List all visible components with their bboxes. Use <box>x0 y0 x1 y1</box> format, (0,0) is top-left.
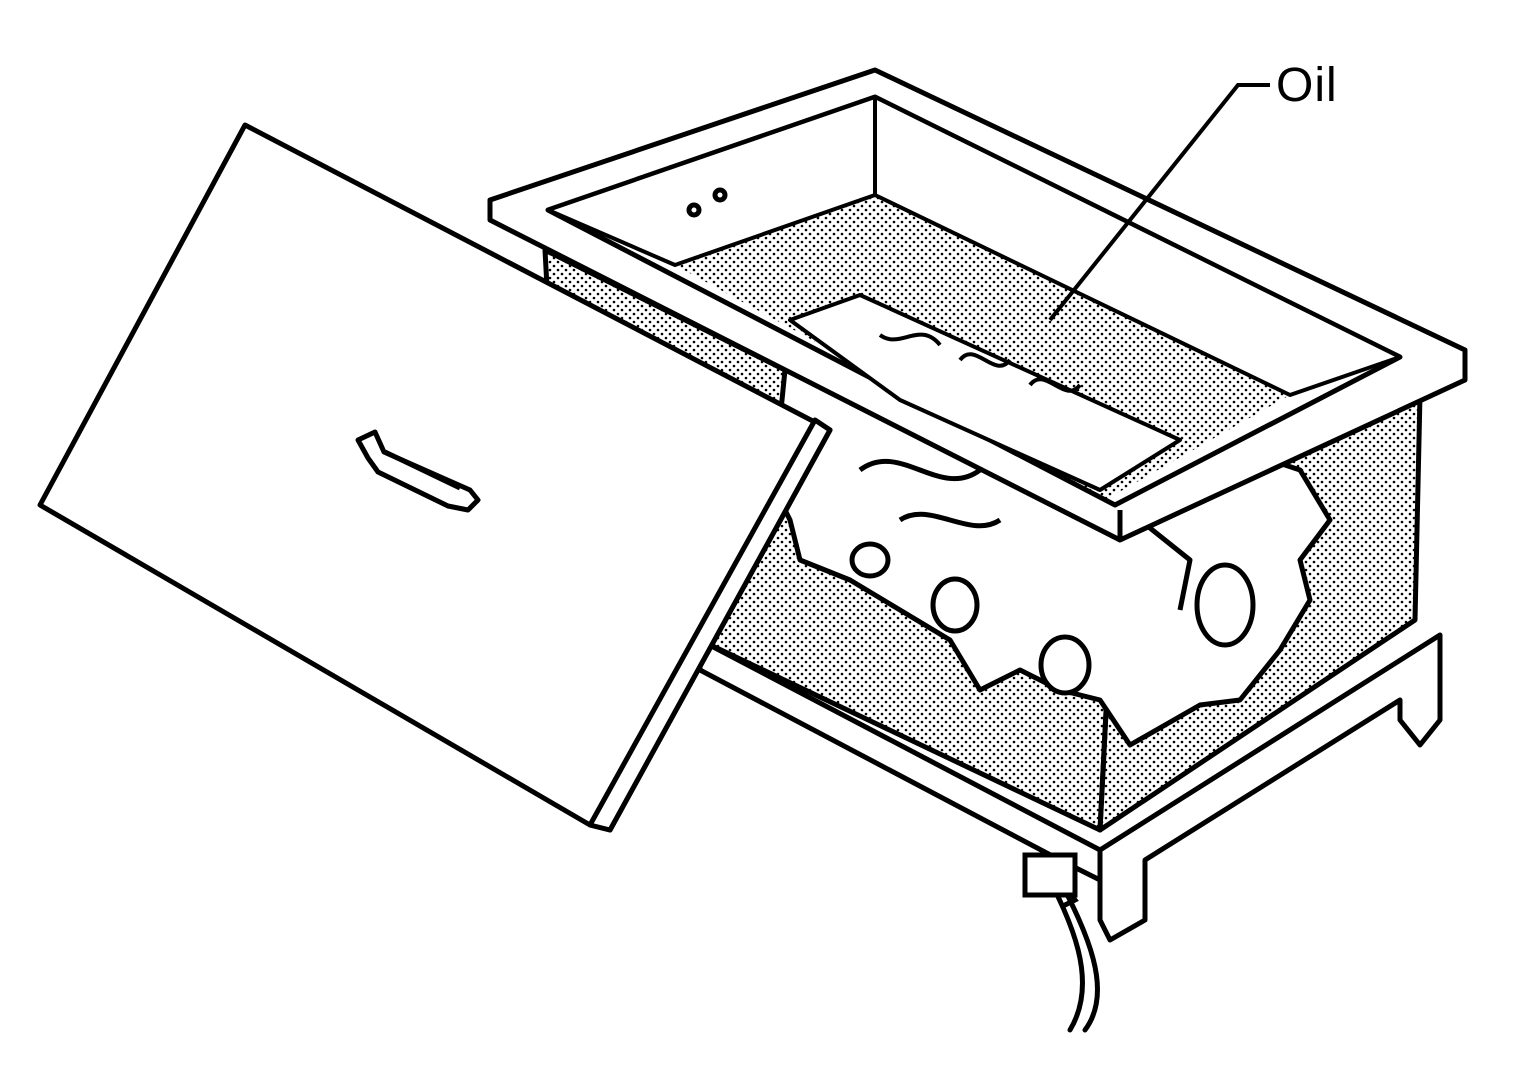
tank-rim <box>487 67 1468 543</box>
power-cord <box>1022 852 1101 1033</box>
cylinder-block-top <box>788 293 1182 492</box>
oil-callout-label: Oil <box>1276 59 1338 112</box>
tank-lid <box>37 122 833 833</box>
oil-leader-line <box>1048 83 1270 322</box>
